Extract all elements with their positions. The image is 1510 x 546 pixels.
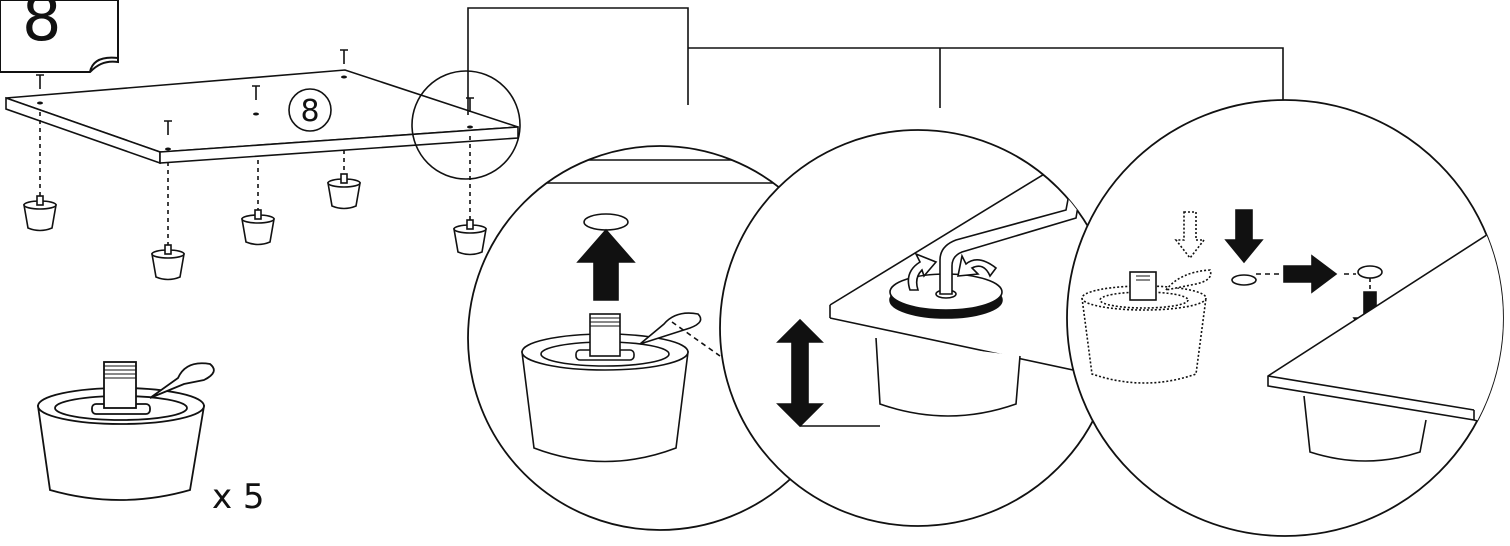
leg-small — [454, 220, 486, 255]
leg-small — [328, 174, 360, 209]
callout-label: 8 — [300, 94, 319, 129]
callout-8: 8 — [289, 89, 331, 131]
step-badge: 8 — [0, 0, 118, 72]
panel-overview — [6, 50, 520, 280]
detail-connector-lines — [468, 8, 1283, 115]
detail-step-fit-cap — [1067, 100, 1510, 536]
leg-small — [242, 210, 274, 245]
quantity-label: x 5 — [212, 477, 265, 517]
step-number: 8 — [22, 0, 61, 55]
leg-part-detail — [38, 362, 214, 500]
leg-small — [152, 245, 184, 280]
detail-step-adjust-height — [720, 130, 1120, 526]
leg-small — [24, 196, 56, 231]
